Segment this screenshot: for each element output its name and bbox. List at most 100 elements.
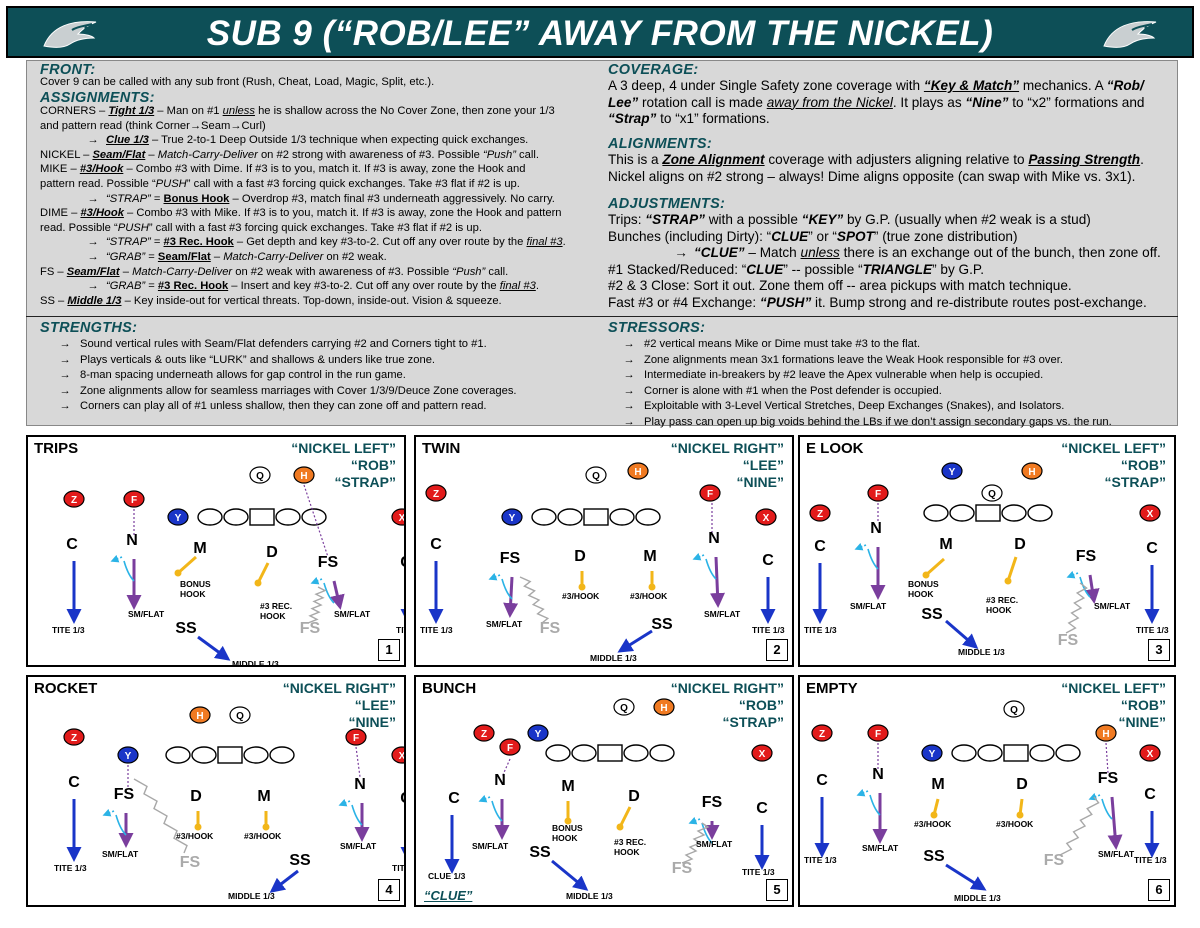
text-run: ” by G.P.: [932, 261, 984, 277]
text-line: Fast #3 or #4 Exchange: “PUSH” it. Bump …: [608, 295, 1147, 311]
text-run: Match-Carry-Deliver: [157, 148, 258, 161]
text-line: →“GRAB” = #3 Rec. Hook – Insert and key …: [40, 280, 539, 293]
call-line: “NICKEL RIGHT”: [670, 440, 784, 456]
player-letter: Q: [236, 711, 244, 722]
zone-label: HOOK: [552, 833, 578, 843]
defender-label: C: [756, 800, 768, 817]
offensive-lineman: [923, 504, 949, 522]
diagram-title: TWIN: [422, 440, 461, 457]
text-run: mechanics. A: [1019, 78, 1107, 93]
call-line: “NICKEL LEFT”: [1061, 440, 1166, 456]
offensive-player: [1139, 744, 1161, 762]
zone-label: SM/FLAT: [128, 609, 165, 619]
text-run: . It plays as: [892, 94, 966, 110]
flat-read-arrow: [110, 554, 123, 563]
diagram-title: ROCKET: [34, 680, 98, 697]
hook-spot: [254, 579, 262, 587]
diagram-number: 1: [378, 639, 400, 661]
offensive-player: [941, 462, 963, 480]
text-run: unless: [222, 105, 255, 117]
diagram-number: 5: [766, 879, 788, 901]
player-letter: Z: [817, 509, 823, 520]
motion-line: [501, 758, 511, 778]
alignments-header: ALIGNMENTS:: [608, 136, 712, 152]
defender-label: C: [1144, 786, 1156, 803]
list-item: →8-man spacing underneath allows for gap…: [50, 369, 405, 382]
offensive-lineman: [949, 504, 975, 522]
text-run: ” -- possible “: [783, 261, 863, 277]
hook-spot: [174, 569, 182, 577]
zone-label: SM/FLAT: [704, 609, 741, 619]
diagram-panel: ZFYQHXCNMDFSCSSFSBONUSHOOK#3 REC.HOOKSM/…: [26, 435, 406, 667]
offensive-player: [391, 508, 404, 526]
list-item: →Zone alignments allow for seamless marr…: [50, 385, 516, 398]
defender-label: FS: [702, 794, 723, 811]
defender-label: M: [931, 776, 944, 793]
zone-label: TITE 1/3: [1134, 855, 1167, 865]
hook-spot: [578, 583, 586, 591]
text-run: #2 & 3 Close: Sort it out. Zone them off…: [608, 278, 1072, 293]
center-lineman: [1003, 744, 1029, 762]
offensive-player: [345, 728, 367, 746]
text-line: pattern read. Possible “PUSH” call with …: [40, 178, 520, 191]
text-run: #1 Stacked/Reduced: “: [608, 261, 747, 277]
text-run: – Combo #3 with Dime. If #3 is to you, m…: [123, 163, 526, 176]
list-item-text: Play pass can open up big voids behind t…: [644, 415, 1112, 428]
hook-drop-line: [1006, 556, 1018, 582]
text-line: →“STRAP” = #3 Rec. Hook – Get depth and …: [40, 236, 565, 249]
offensive-player: [293, 466, 315, 484]
center-lineman: [975, 504, 1001, 522]
defender-label: FS: [1098, 770, 1119, 787]
defender-label: SS: [921, 606, 943, 623]
zone-label: #3/HOOK: [244, 831, 282, 841]
zone-label: #3/HOOK: [630, 591, 668, 601]
defender-label: C: [814, 538, 826, 555]
text-run: with a possible: [704, 212, 802, 227]
defender-label: M: [561, 778, 574, 795]
seam-flat-arrow: [329, 580, 345, 610]
arrow-icon: →: [87, 192, 99, 205]
defender-label: C: [68, 774, 80, 791]
text-run: –: [80, 148, 93, 161]
zone-label: HOOK: [908, 589, 934, 599]
hook-spot: [648, 583, 656, 591]
offensive-lineman: [623, 744, 649, 762]
zone-label: SM/FLAT: [1098, 849, 1135, 859]
rotation-path: [1065, 582, 1088, 634]
defender-label: SS: [923, 848, 945, 865]
text-run: Bonus Hook: [163, 192, 230, 205]
zone-label: MIDDLE 1/3: [954, 893, 1001, 903]
diagram-canvas: ZFYQHXCNMDFSCSSFSBONUSHOOK#3 REC.HOOKSM/…: [52, 466, 404, 665]
list-item-text: Plays verticals & outs like “LURK” and s…: [80, 353, 436, 366]
text-line: →Clue 1/3 – True 2-to-1 Deep Outside 1/3…: [40, 134, 528, 147]
zone-label: CLUE 1/3: [428, 871, 466, 881]
list-item: →Intermediate in-breakers by #2 leave th…: [614, 369, 1043, 382]
zone-label: TITE 1/3: [804, 625, 837, 635]
hook-drop-line: [177, 555, 197, 575]
zone-label: SM/FLAT: [102, 849, 139, 859]
diagram-number: 4: [378, 879, 400, 901]
center-lineman: [597, 744, 623, 762]
arrow-icon: →: [87, 280, 99, 293]
text-line: Trips: “STRAP” with a possible “KEY” by …: [608, 212, 1091, 228]
flat-read-arrow: [102, 808, 115, 817]
call-line: “NICKEL RIGHT”: [282, 680, 396, 696]
text-line: A 3 deep, 4 under Single Safety zone cov…: [608, 78, 1144, 94]
zone-drop-arrow: [551, 859, 589, 891]
call-line: “NICKEL LEFT”: [1061, 680, 1166, 696]
defender-label: D: [574, 548, 586, 565]
front-header: FRONT:: [40, 62, 96, 78]
text-line: CORNERS – Tight 1/3 – Man on #1 unless h…: [40, 105, 555, 118]
text-run: “STRAP”: [106, 236, 151, 249]
defender-label: N: [872, 766, 884, 783]
diagram-call: “NICKEL RIGHT”“ROB”“STRAP”: [671, 680, 784, 731]
eagle-logo-icon: [43, 21, 97, 48]
text-run: –: [54, 265, 67, 278]
offensive-player: [391, 746, 404, 764]
offensive-player: [809, 504, 831, 522]
offensive-player: [123, 490, 145, 508]
text-run: Trips:: [608, 212, 646, 227]
offensive-player: [867, 484, 889, 502]
offensive-player: [425, 484, 447, 502]
